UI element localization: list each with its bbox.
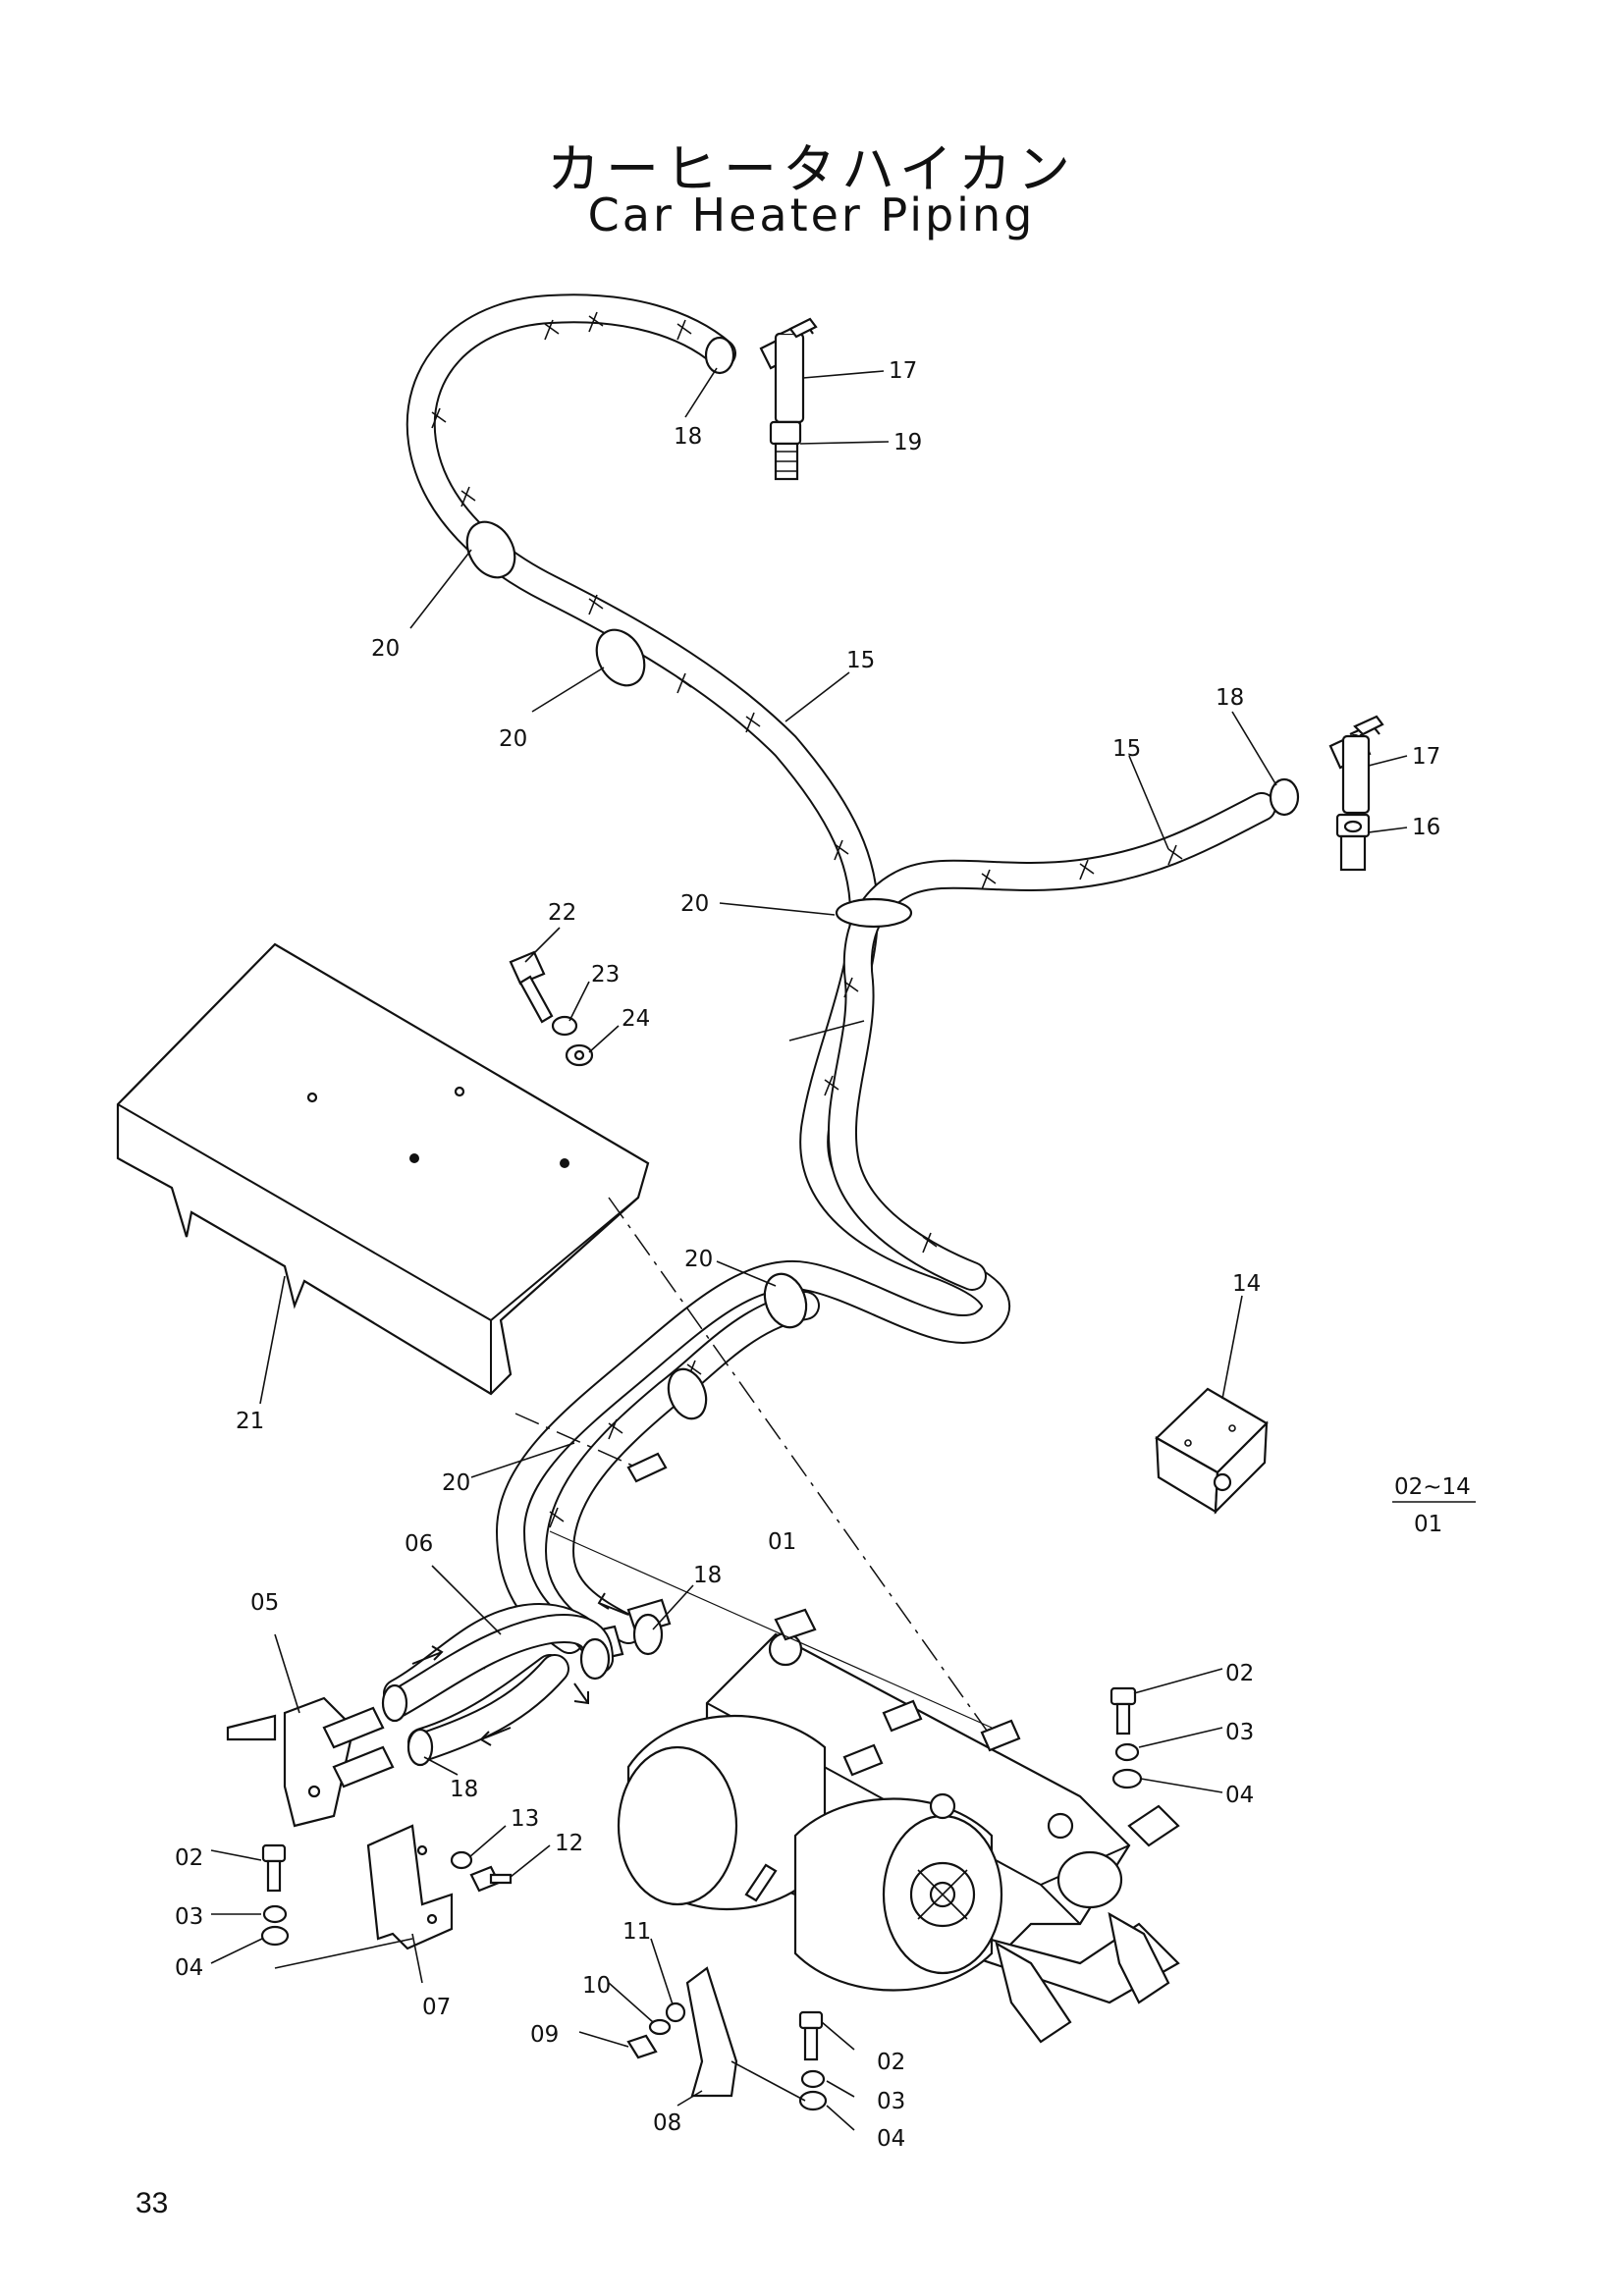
fitting-right [1335, 813, 1371, 872]
callout-04-left: 04 [175, 1955, 203, 1981]
callout-09: 09 [530, 2022, 559, 2048]
fitting-upper [769, 420, 802, 481]
hose-right-branch [827, 792, 1276, 1291]
callout-12: 12 [555, 1831, 583, 1856]
flow-arrows [411, 1592, 629, 1746]
callout-06: 06 [405, 1531, 433, 1557]
reference-range: 02~14 [1394, 1474, 1471, 1500]
callout-01: 01 [768, 1529, 796, 1555]
callout-15-right: 15 [1112, 736, 1141, 762]
heater-unit [577, 1598, 1180, 2044]
cover-fasteners [509, 950, 594, 1067]
callout-18-lower: 18 [450, 1777, 478, 1802]
callout-21: 21 [236, 1409, 264, 1434]
callout-20-d: 20 [684, 1247, 713, 1272]
hose-braid-marks [431, 311, 1183, 1676]
callout-labels: 01 02 03 04 02 03 04 02 03 04 05 06 07 0… [175, 358, 1471, 2152]
callout-08: 08 [653, 2110, 681, 2136]
heater-cover [116, 942, 650, 1396]
callout-16: 16 [1412, 815, 1440, 840]
callout-02-bottom: 02 [877, 2050, 905, 2075]
callout-20-e: 20 [442, 1470, 470, 1496]
bolt-stack-left [260, 1843, 290, 1947]
assembly-line [608, 1197, 993, 1738]
callout-20-c: 20 [680, 891, 709, 917]
hose-upper-loop [406, 294, 1010, 1654]
callout-24: 24 [622, 1006, 650, 1032]
junction-block [1155, 1387, 1269, 1515]
callout-10: 10 [582, 1973, 611, 1999]
callout-13: 13 [511, 1806, 539, 1832]
bolt-stack-right [1109, 1686, 1143, 1789]
bolt-stack-bottom [798, 2010, 828, 2111]
reference-base: 01 [1414, 1512, 1442, 1537]
callout-04-bottom: 04 [877, 2126, 905, 2152]
callout-20-a: 20 [371, 636, 400, 662]
callout-11: 11 [622, 1919, 651, 1945]
callout-17-right: 17 [1412, 744, 1440, 770]
bracket-screw [450, 1850, 513, 1893]
callout-23: 23 [591, 962, 620, 988]
callout-04-right: 04 [1225, 1783, 1254, 1808]
callout-02-left: 02 [175, 1845, 203, 1871]
valve-right [1328, 715, 1384, 815]
mounting-bracket-left [274, 1824, 454, 1969]
valve-bracket [226, 1696, 395, 1828]
diagram-title-japanese: カーヒータハイカン [547, 138, 1076, 200]
assembly-line-2 [514, 1413, 649, 1473]
leader-lines [210, 367, 1476, 2131]
hose-clamps [465, 520, 913, 1420]
assembly-line-3 [549, 1530, 993, 1729]
clamp-tab [626, 1452, 668, 1483]
callout-14: 14 [1232, 1271, 1261, 1297]
diagram-title-english: Car Heater Piping [587, 188, 1036, 241]
hose-band-upper [704, 336, 735, 375]
callout-19: 19 [893, 430, 922, 455]
callout-18-middle: 18 [693, 1563, 722, 1588]
callout-05: 05 [250, 1590, 279, 1616]
callout-18-top: 18 [674, 424, 702, 450]
callout-02-right: 02 [1225, 1661, 1254, 1686]
callout-03-left: 03 [175, 1904, 203, 1930]
callout-03-right: 03 [1225, 1720, 1254, 1745]
callout-15-top: 15 [846, 648, 875, 673]
mounting-bracket-bottom [626, 1863, 806, 2102]
callout-03-bottom: 03 [877, 2089, 905, 2114]
hose-assembly [381, 1613, 664, 1767]
callout-22: 22 [548, 900, 576, 926]
callout-18-right: 18 [1216, 685, 1244, 711]
page-number: 33 [135, 2187, 169, 2219]
hose-band-right [1269, 777, 1300, 817]
callout-07: 07 [422, 1995, 451, 2020]
callout-20-b: 20 [499, 726, 527, 752]
callout-17-top: 17 [889, 358, 917, 384]
